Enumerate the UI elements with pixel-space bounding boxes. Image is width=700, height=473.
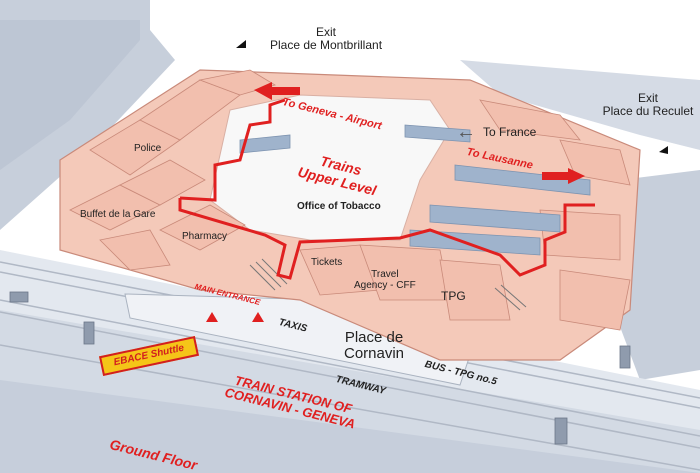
route-right [178,198,595,280]
left-wing-rooms [69,69,276,271]
street-structures [9,291,631,445]
buffet-label: Buffet de la Gare [80,209,156,220]
exit-reculet-line2: Place du Reculet [602,103,694,118]
pharmacy-label: Pharmacy [182,231,228,242]
right-upper-block [460,60,700,150]
arrow-to-lausanne [542,168,585,184]
exit-reculet-label: Exit Place du Reculet [603,92,694,117]
platform-roofs [239,124,591,256]
office-tobacco-label: Office of Tobacco [297,201,381,212]
arrow-left-icon: ← [456,121,476,143]
entrance-marker-2 [252,312,264,322]
exit-reculet-line1: Exit [637,91,659,105]
tpg-label: TPG [441,289,466,303]
route-left [179,98,286,202]
exit-marker-montbrillant [236,40,246,48]
place-cornavin-label: Place de Cornavin [344,329,405,362]
travel-agency-label: Travel Agency - CFF [354,269,416,291]
entrance-marker-1 [206,312,218,322]
exit-montbrillant-line1: Exit [315,25,336,39]
police-label: Police [134,143,162,154]
to-france-label: To France [483,125,537,139]
exit-montbrillant-line2: Place de Montbrillant [269,37,383,52]
arrow-to-airport [254,82,300,100]
escalators [249,258,527,311]
exit-montbrillant-label: Exit Place de Montbrillant [270,26,382,51]
exit-marker-reculet [659,146,668,154]
tickets-label: Tickets [311,257,343,268]
